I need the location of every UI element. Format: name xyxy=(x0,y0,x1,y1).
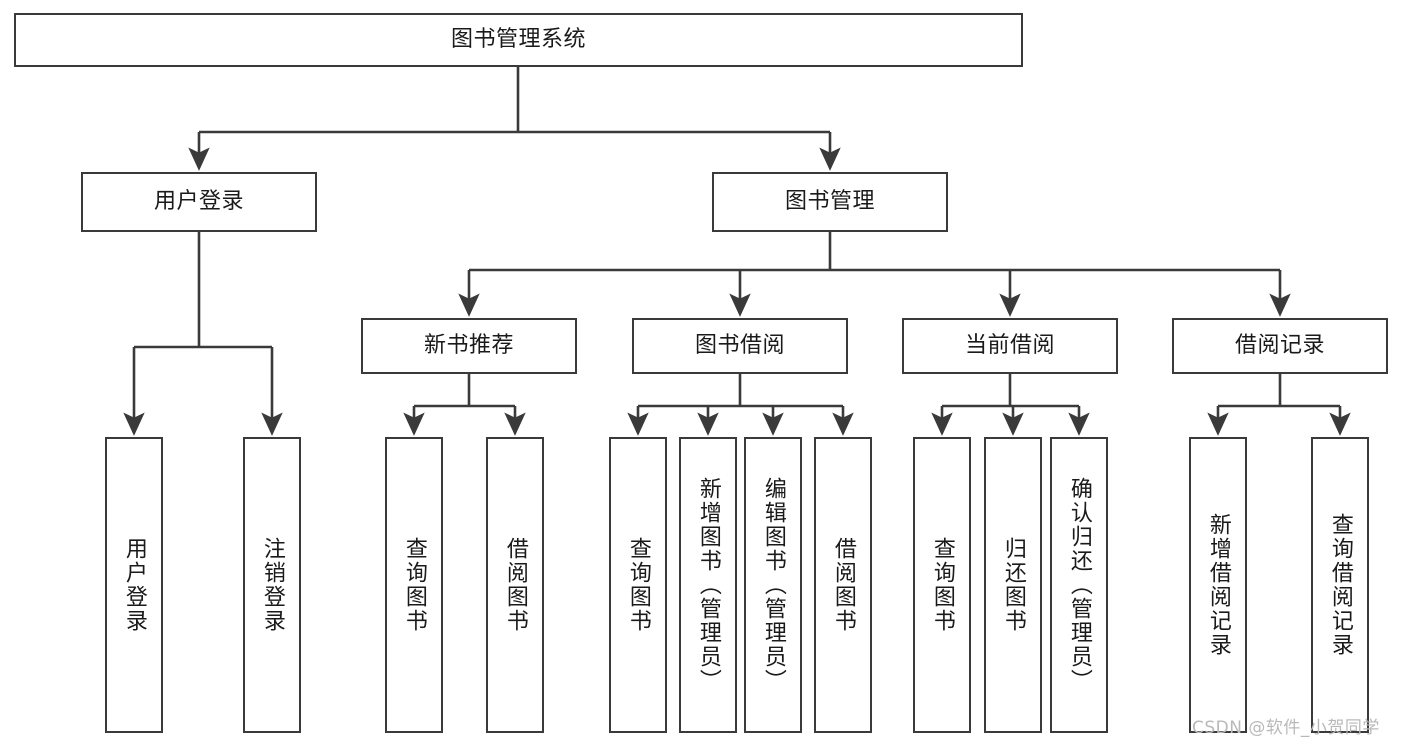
node-leaf-edit-book-label: 编辑图书（管理员） xyxy=(760,477,786,693)
node-leaf-borrow-book-2[interactable]: 借阅图书 xyxy=(814,437,872,733)
node-leaf-query-record[interactable]: 查询借阅记录 xyxy=(1311,437,1369,733)
node-book-borrow[interactable]: 图书借阅 xyxy=(632,318,848,374)
node-leaf-add-record-label: 新增借阅记录 xyxy=(1205,513,1231,657)
node-leaf-logout-label: 注销登录 xyxy=(259,537,285,633)
node-leaf-borrow-book-1[interactable]: 借阅图书 xyxy=(486,437,544,733)
node-book-manage-label: 图书管理 xyxy=(784,188,875,214)
node-leaf-add-book[interactable]: 新增图书（管理员） xyxy=(679,437,737,733)
node-leaf-query-book-3[interactable]: 查询图书 xyxy=(913,437,971,733)
node-leaf-edit-book[interactable]: 编辑图书（管理员） xyxy=(744,437,802,733)
node-borrow-record[interactable]: 借阅记录 xyxy=(1172,318,1388,374)
node-borrow-record-label: 借阅记录 xyxy=(1234,332,1325,358)
node-leaf-user-login[interactable]: 用户登录 xyxy=(105,437,163,733)
node-leaf-return-book-label: 归还图书 xyxy=(1000,537,1026,633)
node-leaf-query-book-1-label: 查询图书 xyxy=(401,537,427,633)
node-new-book-rec[interactable]: 新书推荐 xyxy=(361,318,577,374)
node-leaf-logout[interactable]: 注销登录 xyxy=(243,437,301,733)
node-leaf-query-book-1[interactable]: 查询图书 xyxy=(385,437,443,733)
node-user-login-label: 用户登录 xyxy=(153,188,244,214)
node-root[interactable]: 图书管理系统 xyxy=(14,13,1023,67)
node-leaf-confirm-return-label: 确认归还（管理员） xyxy=(1066,477,1092,693)
node-current-borrow-label: 当前借阅 xyxy=(964,332,1055,358)
node-leaf-query-book-2[interactable]: 查询图书 xyxy=(609,437,667,733)
node-user-login[interactable]: 用户登录 xyxy=(81,172,317,232)
node-book-manage[interactable]: 图书管理 xyxy=(712,172,948,232)
node-leaf-add-record[interactable]: 新增借阅记录 xyxy=(1189,437,1247,733)
csdn-watermark: CSDN @软件_小贺同学 xyxy=(1192,718,1380,738)
node-leaf-query-book-2-label: 查询图书 xyxy=(625,537,651,633)
node-leaf-user-login-label: 用户登录 xyxy=(121,537,147,633)
node-new-book-rec-label: 新书推荐 xyxy=(423,332,514,358)
node-leaf-borrow-book-1-label: 借阅图书 xyxy=(502,537,528,633)
node-leaf-query-record-label: 查询借阅记录 xyxy=(1327,513,1353,657)
node-root-label: 图书管理系统 xyxy=(450,26,586,52)
node-leaf-query-book-3-label: 查询图书 xyxy=(929,537,955,633)
node-leaf-return-book[interactable]: 归还图书 xyxy=(984,437,1042,733)
node-leaf-add-book-label: 新增图书（管理员） xyxy=(695,477,721,693)
node-leaf-confirm-return[interactable]: 确认归还（管理员） xyxy=(1050,437,1108,733)
node-book-borrow-label: 图书借阅 xyxy=(694,332,785,358)
node-leaf-borrow-book-2-label: 借阅图书 xyxy=(830,537,856,633)
node-current-borrow[interactable]: 当前借阅 xyxy=(902,318,1118,374)
